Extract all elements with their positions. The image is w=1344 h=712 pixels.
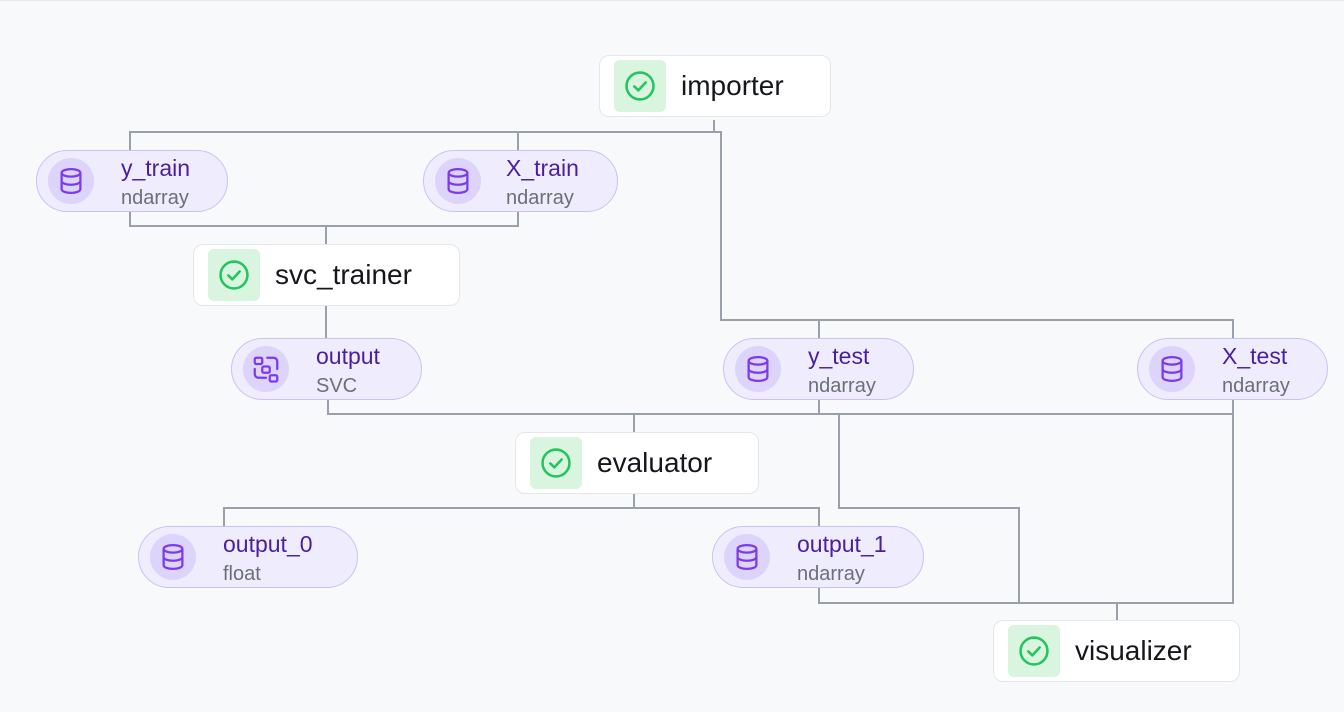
artifact-type: ndarray [506,187,574,209]
artifact-type: ndarray [797,563,865,585]
database-icon [1161,356,1183,383]
database-icon [447,168,469,195]
artifact-node-x-test[interactable]: X_test ndarray [1137,338,1328,400]
artifact-name: output_1 [797,531,887,557]
artifact-node-x-train[interactable]: X_train ndarray [423,150,618,212]
artifact-name: output [316,343,380,369]
database-icon [162,544,184,571]
status-badge [614,60,666,112]
top-divider [0,0,1344,1]
check-circle-icon [1019,636,1049,666]
step-label: visualizer [1075,635,1192,666]
check-circle-icon [541,448,571,478]
step-node-evaluator[interactable]: evaluator [515,432,759,494]
step-node-importer[interactable]: importer [599,55,831,117]
edge-evaluator-to-outputs [223,494,820,526]
model-icon [253,356,279,383]
status-badge [530,437,582,489]
edge-train-to-svc-trainer [129,212,519,244]
artifact-node-y-test[interactable]: y_test ndarray [723,338,914,400]
check-circle-icon [625,71,655,101]
database-icon [60,168,82,195]
artifact-name: y_test [808,343,870,369]
status-badge [208,249,260,301]
artifact-type: SVC [316,375,358,397]
artifact-node-output-0[interactable]: output_0 float [138,526,358,588]
edge-importer-to-train [129,120,715,150]
check-circle-icon [219,260,249,290]
step-label: evaluator [597,447,713,478]
database-icon [747,356,769,383]
edge-inputs-to-evaluator [327,400,1234,432]
artifact-name: X_train [506,155,579,181]
database-icon [736,544,758,571]
step-label: svc_trainer [275,259,412,290]
artifact-name: y_train [121,155,191,181]
status-badge [1008,625,1060,677]
edge-importer-to-test [714,131,1234,338]
artifact-name: X_test [1222,343,1288,369]
artifact-node-y-train[interactable]: y_train ndarray [36,150,228,212]
artifact-node-output-svc[interactable]: output SVC [231,338,422,400]
artifact-type: float [223,563,261,585]
step-node-svc-trainer[interactable]: svc_trainer [193,244,460,306]
step-node-visualizer[interactable]: visualizer [993,620,1240,682]
artifact-type: ndarray [1222,375,1290,397]
artifact-type: ndarray [121,187,189,209]
step-label: importer [681,70,784,101]
edge-inputs-to-visualizer [818,414,1234,620]
artifact-name: output_0 [223,531,313,557]
artifact-type: ndarray [808,375,876,397]
artifact-node-output-1[interactable]: output_1 ndarray [712,526,924,588]
